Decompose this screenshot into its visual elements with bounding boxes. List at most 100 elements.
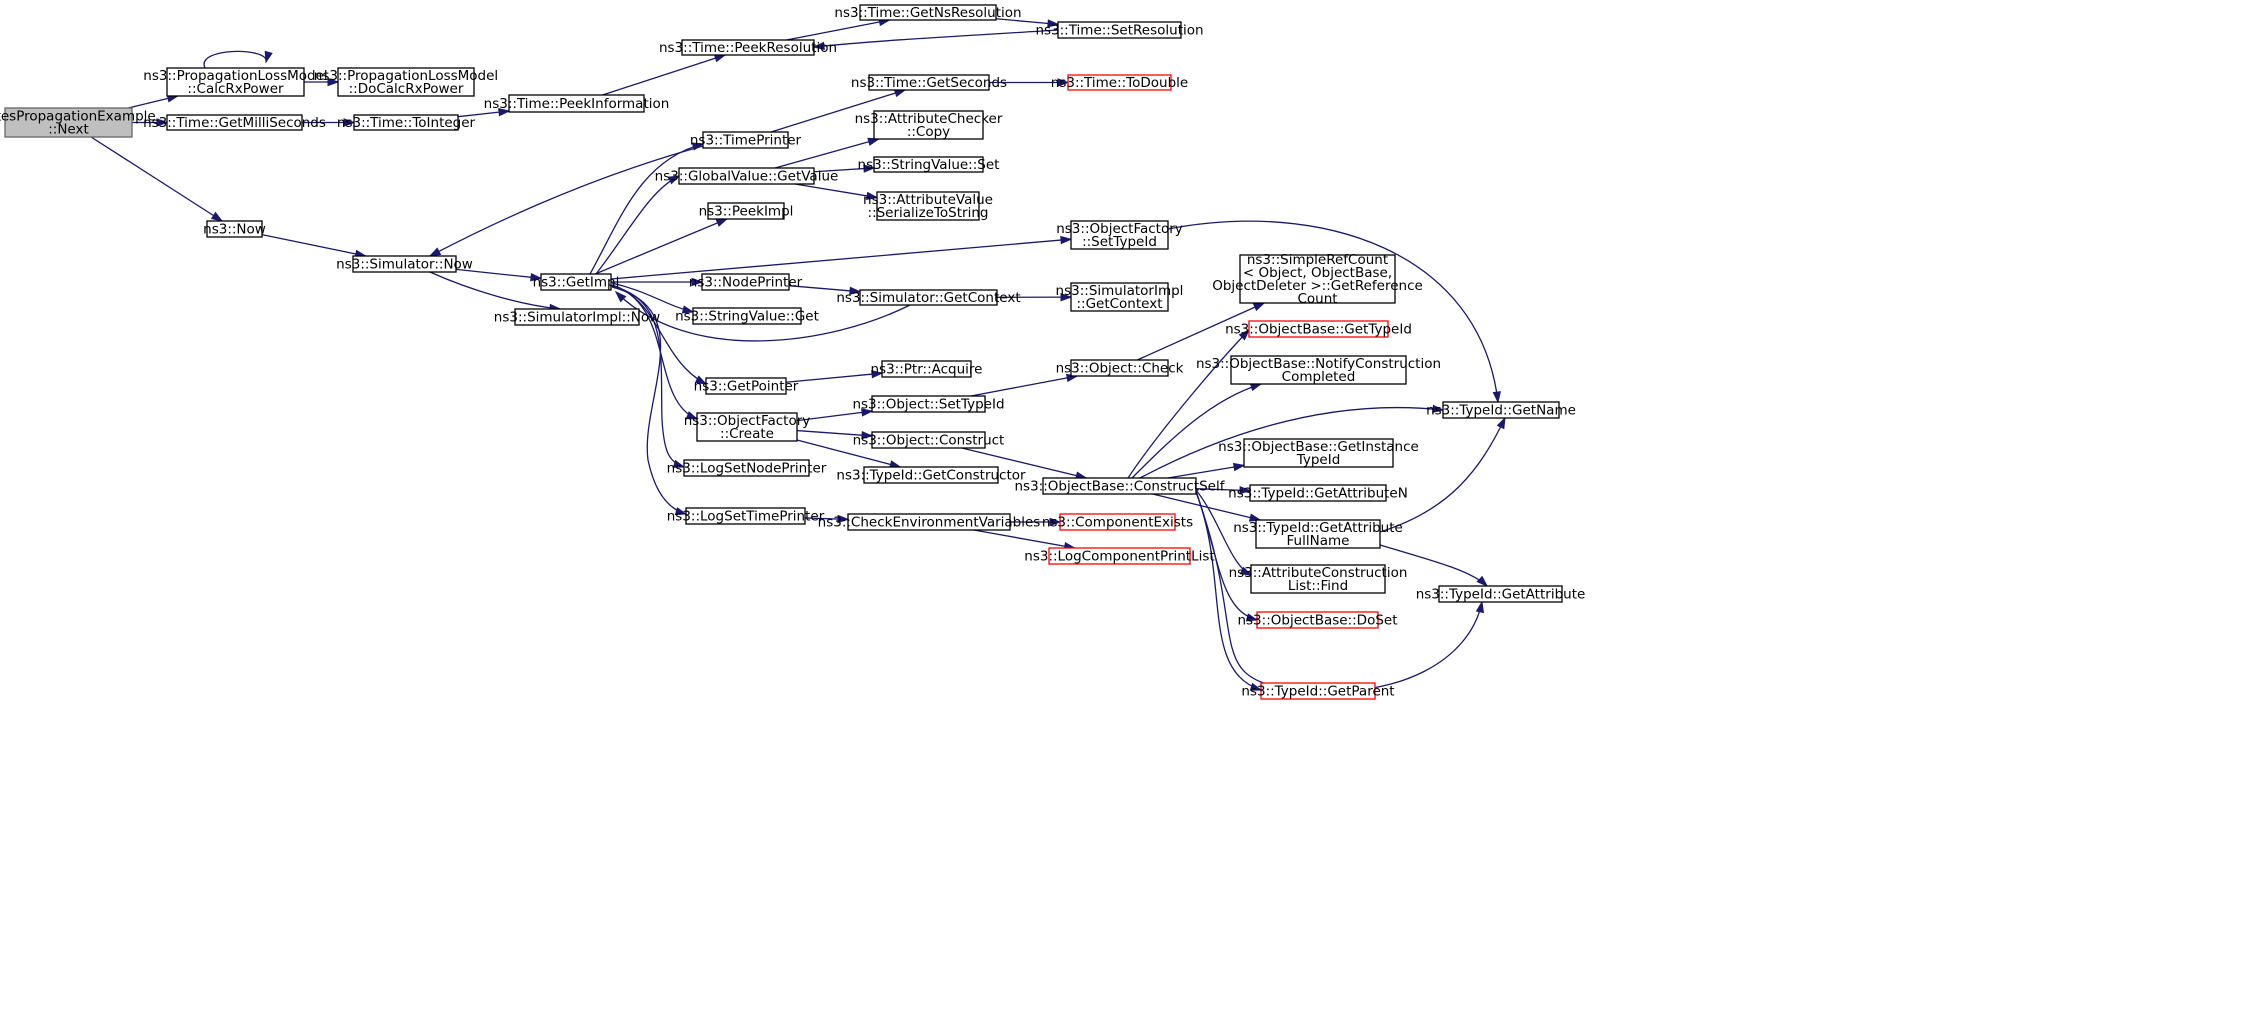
node-box-objbasegettid[interactable] bbox=[1248, 320, 1389, 338]
node-box-getpointer[interactable] bbox=[705, 377, 787, 395]
node-objbasedoset[interactable]: ns3::ObjectBase::DoSet bbox=[1237, 611, 1398, 629]
node-gvgetvalue[interactable]: ns3::GlobalValue::GetValue bbox=[655, 167, 839, 185]
node-box-stringvalget[interactable] bbox=[692, 307, 802, 325]
node-box-checkenv[interactable] bbox=[847, 513, 1011, 531]
node-root[interactable]: JakesPropagationExample::Next bbox=[0, 107, 156, 138]
node-constructself[interactable]: ns3::ObjectBase::ConstructSelf bbox=[1015, 477, 1226, 495]
node-simplerefcount[interactable]: ns3::SimpleRefCount< Object, ObjectBase,… bbox=[1212, 252, 1423, 307]
node-box-attrvalser[interactable] bbox=[876, 191, 980, 221]
node-simnow[interactable]: ns3::Simulator::Now bbox=[336, 255, 473, 273]
node-box-constructself[interactable] bbox=[1042, 477, 1197, 495]
node-compexists[interactable]: ns3::ComponentExists bbox=[1042, 513, 1193, 531]
node-box-attrcheckcopy[interactable] bbox=[873, 110, 984, 140]
node-objconstruct[interactable]: ns3::Object::Construct bbox=[853, 431, 1005, 449]
node-box-tidgetconstr[interactable] bbox=[863, 466, 999, 484]
node-calcrx[interactable]: ns3::PropagationLossModel::CalcRxPower bbox=[143, 67, 328, 97]
node-stringvalset[interactable]: ns3::StringValue::Set bbox=[858, 156, 1000, 173]
node-timeprinter[interactable]: ns3::TimePrinter bbox=[690, 131, 802, 149]
node-logsettimeprinter[interactable]: ns3::LogSetTimePrinter bbox=[667, 507, 825, 525]
node-peekres[interactable]: ns3::Time::PeekResolution bbox=[659, 39, 837, 56]
node-getnsres[interactable]: ns3::Time::GetNsResolution bbox=[834, 4, 1022, 21]
node-box-now[interactable] bbox=[206, 220, 263, 238]
node-box-tidgetattrn[interactable] bbox=[1249, 484, 1387, 502]
node-box-objfactsettid[interactable] bbox=[1070, 220, 1169, 250]
node-tidgetattrn[interactable]: ns3::TypeId::GetAttributeN bbox=[1228, 484, 1408, 502]
node-box-calcrx[interactable] bbox=[166, 67, 305, 97]
node-box-objcheck[interactable] bbox=[1070, 359, 1169, 377]
node-notifyconstr[interactable]: ns3::ObjectBase::NotifyConstructionCompl… bbox=[1196, 355, 1441, 385]
node-box-ptracquire[interactable] bbox=[881, 360, 972, 378]
node-box-gvgetvalue[interactable] bbox=[678, 167, 815, 185]
node-checkenv[interactable]: ns3::CheckEnvironmentVariables bbox=[818, 513, 1041, 531]
node-objsettid[interactable]: ns3::Object::SetTypeId bbox=[852, 395, 1005, 413]
node-box-peekimpl[interactable] bbox=[707, 202, 785, 220]
node-now[interactable]: ns3::Now bbox=[203, 220, 266, 238]
node-box-attrconstrfind[interactable] bbox=[1250, 564, 1386, 594]
node-objfactsettid[interactable]: ns3::ObjectFactory::SetTypeId bbox=[1056, 220, 1183, 250]
node-box-getnsres[interactable] bbox=[859, 4, 997, 21]
node-box-tidgetname[interactable] bbox=[1442, 401, 1560, 419]
node-box-objsettid[interactable] bbox=[871, 395, 986, 413]
node-box-peekinfo[interactable] bbox=[508, 94, 645, 113]
node-box-simimplnow[interactable] bbox=[514, 308, 640, 326]
node-box-tointeger[interactable] bbox=[353, 114, 459, 131]
node-getpointer[interactable]: ns3::GetPointer bbox=[694, 377, 799, 395]
node-box-stringvalset[interactable] bbox=[873, 156, 984, 173]
node-box-peekres[interactable] bbox=[681, 39, 815, 56]
node-logcompprint[interactable]: ns3::LogComponentPrintList bbox=[1024, 547, 1215, 565]
node-objfactcreate[interactable]: ns3::ObjectFactory::Create bbox=[684, 412, 811, 442]
node-box-timeprinter[interactable] bbox=[702, 131, 789, 149]
node-box-todouble[interactable] bbox=[1067, 74, 1172, 91]
node-peekinfo[interactable]: ns3::Time::PeekInformation bbox=[484, 94, 670, 113]
node-attrvalser[interactable]: ns3::AttributeValue::SerializeToString bbox=[863, 191, 993, 221]
node-simimplnow[interactable]: ns3::SimulatorImpl::Now bbox=[494, 308, 660, 326]
node-objbasegettid[interactable]: ns3::ObjectBase::GetTypeId bbox=[1225, 320, 1412, 338]
node-box-docalcrx[interactable] bbox=[337, 67, 475, 97]
node-box-compexists[interactable] bbox=[1059, 513, 1176, 531]
node-box-logsetnodeprinter[interactable] bbox=[683, 459, 810, 477]
node-logsetnodeprinter[interactable]: ns3::LogSetNodePrinter bbox=[667, 459, 827, 477]
node-attrcheckcopy[interactable]: ns3::AttributeChecker::Copy bbox=[855, 110, 1003, 140]
node-getmilli[interactable]: ns3::Time::GetMilliSeconds bbox=[143, 114, 326, 131]
node-box-simimplgetctx[interactable] bbox=[1070, 282, 1169, 312]
node-box-nodeprinter[interactable] bbox=[701, 273, 790, 291]
node-simgetctx[interactable]: ns3::Simulator::GetContext bbox=[836, 289, 1021, 306]
node-stringvalget[interactable]: ns3::StringValue::Get bbox=[675, 307, 819, 325]
node-getseconds[interactable]: ns3::Time::GetSeconds bbox=[851, 74, 1007, 91]
node-docalcrx[interactable]: ns3::PropagationLossModel::DoCalcRxPower bbox=[314, 67, 498, 97]
node-tidgetattr[interactable]: ns3::TypeId::GetAttribute bbox=[1416, 585, 1586, 603]
node-setres[interactable]: ns3::Time::SetResolution bbox=[1035, 21, 1204, 39]
node-tidgetparent[interactable]: ns3::TypeId::GetParent bbox=[1241, 682, 1395, 700]
node-box-getmilli[interactable] bbox=[166, 114, 303, 131]
node-objcheck[interactable]: ns3::Object::Check bbox=[1056, 359, 1184, 377]
node-box-getinsttid[interactable] bbox=[1243, 438, 1394, 468]
node-tidgetname[interactable]: ns3::TypeId::GetName bbox=[1426, 401, 1576, 419]
node-box-getimpl[interactable] bbox=[540, 273, 612, 291]
node-box-root[interactable] bbox=[4, 107, 133, 138]
node-box-tidgetattr[interactable] bbox=[1438, 585, 1563, 603]
node-box-simplerefcount[interactable] bbox=[1239, 254, 1396, 304]
node-nodeprinter[interactable]: ns3::NodePrinter bbox=[689, 273, 803, 291]
node-box-objconstruct[interactable] bbox=[871, 431, 986, 449]
node-tidgetconstr[interactable]: ns3::TypeId::GetConstructor bbox=[836, 466, 1026, 484]
node-getimpl[interactable]: ns3::GetImpl bbox=[533, 273, 620, 291]
node-ptracquire[interactable]: ns3::Ptr::Acquire bbox=[871, 360, 983, 378]
node-box-getseconds[interactable] bbox=[868, 74, 990, 91]
node-box-objbasedoset[interactable] bbox=[1256, 611, 1379, 629]
node-peekimpl[interactable]: ns3::PeekImpl bbox=[699, 202, 794, 220]
node-box-logcompprint[interactable] bbox=[1048, 547, 1191, 565]
node-box-logsettimeprinter[interactable] bbox=[685, 507, 806, 525]
node-box-notifyconstr[interactable] bbox=[1230, 355, 1407, 385]
node-simimplgetctx[interactable]: ns3::SimulatorImpl::GetContext bbox=[1056, 282, 1184, 312]
node-box-tidgetattrfull[interactable] bbox=[1255, 519, 1381, 549]
node-box-setres[interactable] bbox=[1057, 21, 1182, 39]
node-tointeger[interactable]: ns3::Time::ToInteger bbox=[337, 114, 476, 131]
node-box-tidgetparent[interactable] bbox=[1260, 682, 1376, 700]
node-todouble[interactable]: ns3::Time::ToDouble bbox=[1051, 74, 1188, 91]
node-box-simgetctx[interactable] bbox=[859, 289, 998, 306]
node-box-objfactcreate[interactable] bbox=[696, 412, 798, 442]
node-box-simnow[interactable] bbox=[352, 255, 457, 273]
